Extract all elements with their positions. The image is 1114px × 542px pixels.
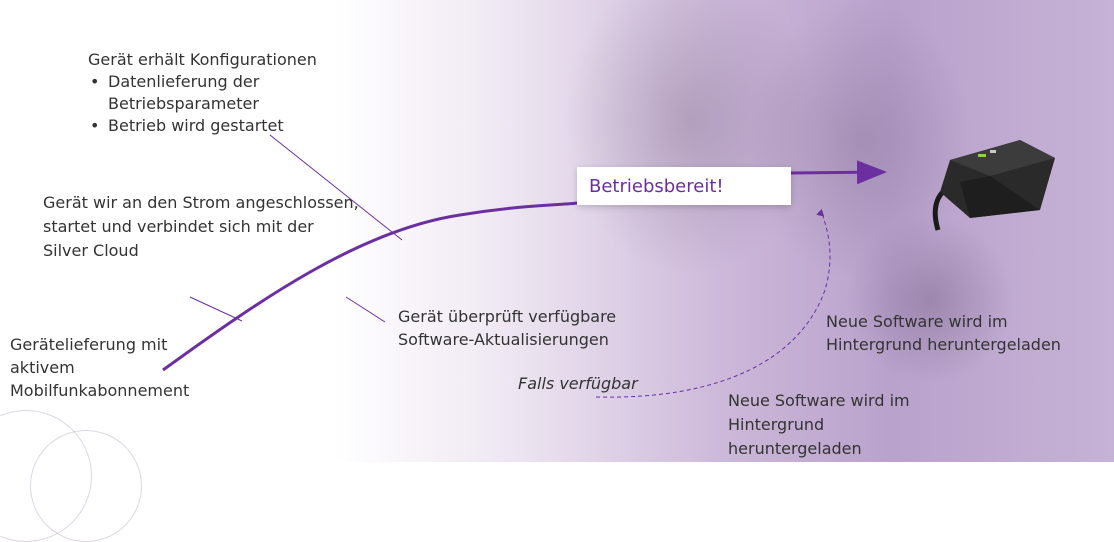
step-config: Gerät erhält Konfigurationen Datenliefer… [88,49,378,137]
if-available-label: Falls verfügbar [518,374,638,393]
connector-config [269,134,403,241]
step-config-bullets: Datenlieferung der Betriebsparameter Bet… [88,71,378,137]
connector-delivery [189,296,243,322]
status-ready-box: Betriebsbereit! [577,167,791,205]
ready-arrow [790,160,887,185]
update-loop-dashed-arrow [595,208,831,398]
list-item: Datenlieferung der Betriebsparameter [90,71,308,115]
step-config-title: Gerät erhält Konfigurationen [88,50,317,69]
tracking-device-icon [932,140,1055,231]
main-timeline-curve [162,201,579,372]
status-ready-label: Betriebsbereit! [589,175,724,197]
step-check: Gerät überprüft verfügbare Software-Aktu… [398,307,617,349]
download-label-bottom: Neue Software wird im Hintergrund herunt… [728,391,910,458]
connector-check [345,296,386,323]
step-delivery: Gerätelieferung mit aktivem Mobilfunkabo… [10,335,190,400]
flow-diagram [162,134,1055,398]
step-connect: Gerät wir an den Strom angeschlossen, st… [43,193,359,260]
download-label-right: Neue Software wird im Hintergrund herunt… [826,312,1061,354]
list-item: Betrieb wird gestartet [90,115,378,137]
